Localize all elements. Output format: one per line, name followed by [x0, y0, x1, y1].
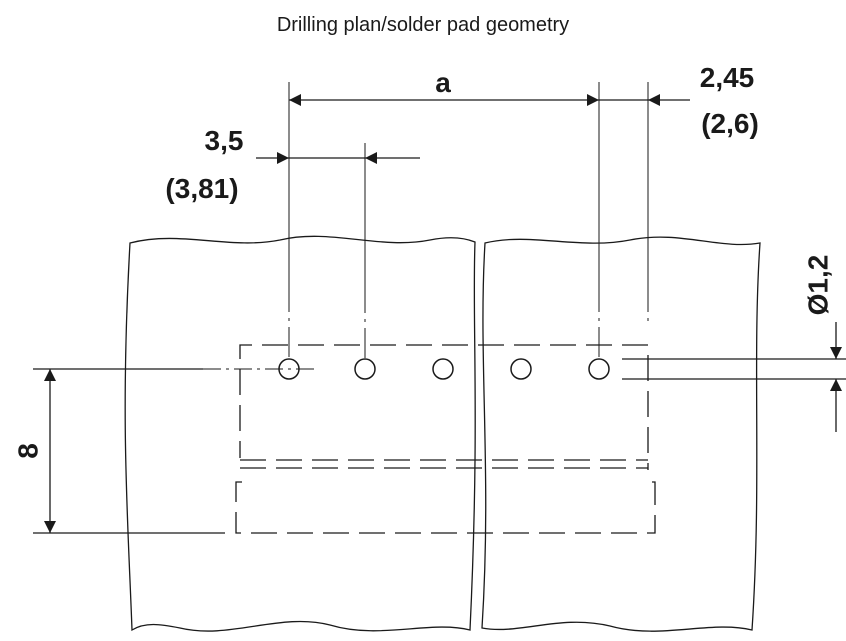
dimension-a-label: a: [435, 67, 451, 98]
dimension-edge-offset-label: 2,45: [700, 62, 755, 93]
dimension-hole-diameter: [622, 322, 846, 432]
pcb-outline-left: [124, 235, 476, 632]
drawing-title: Drilling plan/solder pad geometry: [276, 14, 570, 36]
drill-hole: [588, 358, 610, 380]
dimension-pitch-alt-label: (3,81): [165, 173, 238, 204]
drill-hole: [432, 358, 454, 380]
dimension-hole-diameter-label: Ø1,2: [802, 255, 833, 316]
drill-hole: [510, 358, 532, 380]
drill-hole: [354, 358, 376, 380]
hole-centerlines: [203, 82, 649, 392]
pcb-outline-right: [481, 236, 761, 632]
dimension-height: [33, 368, 225, 534]
dimension-edge-offset-alt-label: (2,6): [701, 108, 759, 139]
drill-holes: [278, 358, 610, 380]
dimension-height-label: 8: [12, 443, 43, 459]
dimension-pitch-label: 3,5: [205, 125, 244, 156]
component-footprint: [235, 344, 656, 534]
